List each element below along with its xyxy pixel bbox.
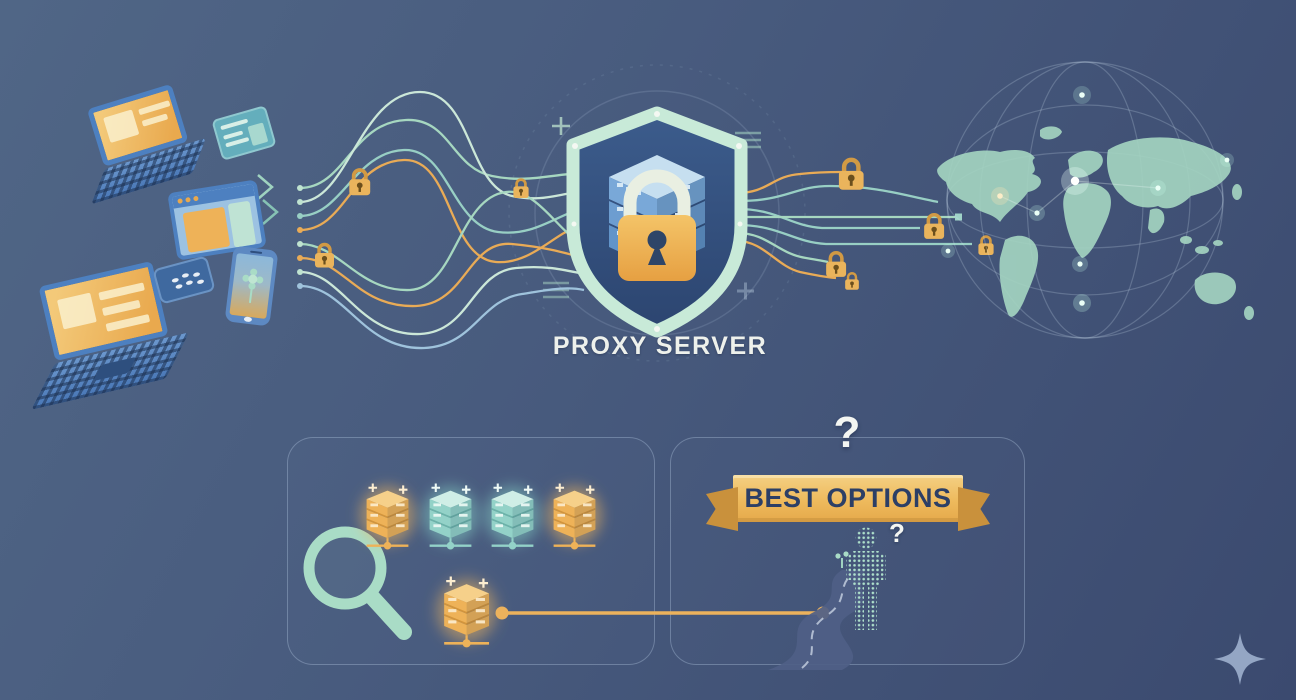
network-nodes [941, 86, 1234, 312]
lock-icon [313, 242, 336, 270]
app-dots-icon [171, 277, 180, 284]
shield-icon [566, 106, 748, 338]
browser-card-icon [211, 105, 277, 161]
question-mark-small: ? [889, 518, 905, 548]
server-stack-icon [609, 155, 705, 269]
window-dots-icon [177, 198, 183, 204]
phone-speaker [249, 250, 262, 254]
lock-icon [839, 160, 864, 190]
phone-home-button [243, 316, 252, 323]
best-options-label: BEST OPTIONS [744, 483, 952, 513]
world-map [937, 61, 1254, 339]
options-panel [670, 437, 1025, 665]
flower-icon [247, 273, 258, 284]
globe-grid-icon [946, 61, 1224, 339]
encrypted-lines-left [297, 90, 585, 350]
smartphone-icon [224, 245, 279, 327]
lock-icon [824, 250, 848, 279]
lock-icon [347, 168, 373, 198]
shield-decor [508, 64, 806, 362]
flower-stem [248, 287, 253, 304]
menu-lines-icon [735, 131, 761, 149]
phone-screen [229, 252, 274, 320]
plus-icon [552, 117, 570, 135]
lock-icon [512, 178, 530, 200]
best-options-ribbon: BEST OPTIONS [706, 475, 990, 531]
laptop-icon [86, 79, 215, 205]
continents [937, 126, 1254, 320]
encrypted-lines-right [736, 170, 972, 280]
lock-icon [922, 212, 946, 241]
menu-lines-icon [543, 281, 569, 299]
sparkle-icon [1214, 633, 1266, 685]
proxy-server-label: PROXY SERVER [552, 332, 768, 360]
browser-content [182, 206, 231, 253]
lock-icon [618, 169, 696, 281]
padlock-icons [313, 160, 995, 292]
browser-sidebar [227, 200, 257, 248]
search-panel [287, 437, 655, 665]
lock-icon [843, 272, 861, 292]
question-mark-large: ? [833, 408, 861, 457]
lock-icon [977, 235, 995, 257]
plus-icon [737, 282, 754, 300]
